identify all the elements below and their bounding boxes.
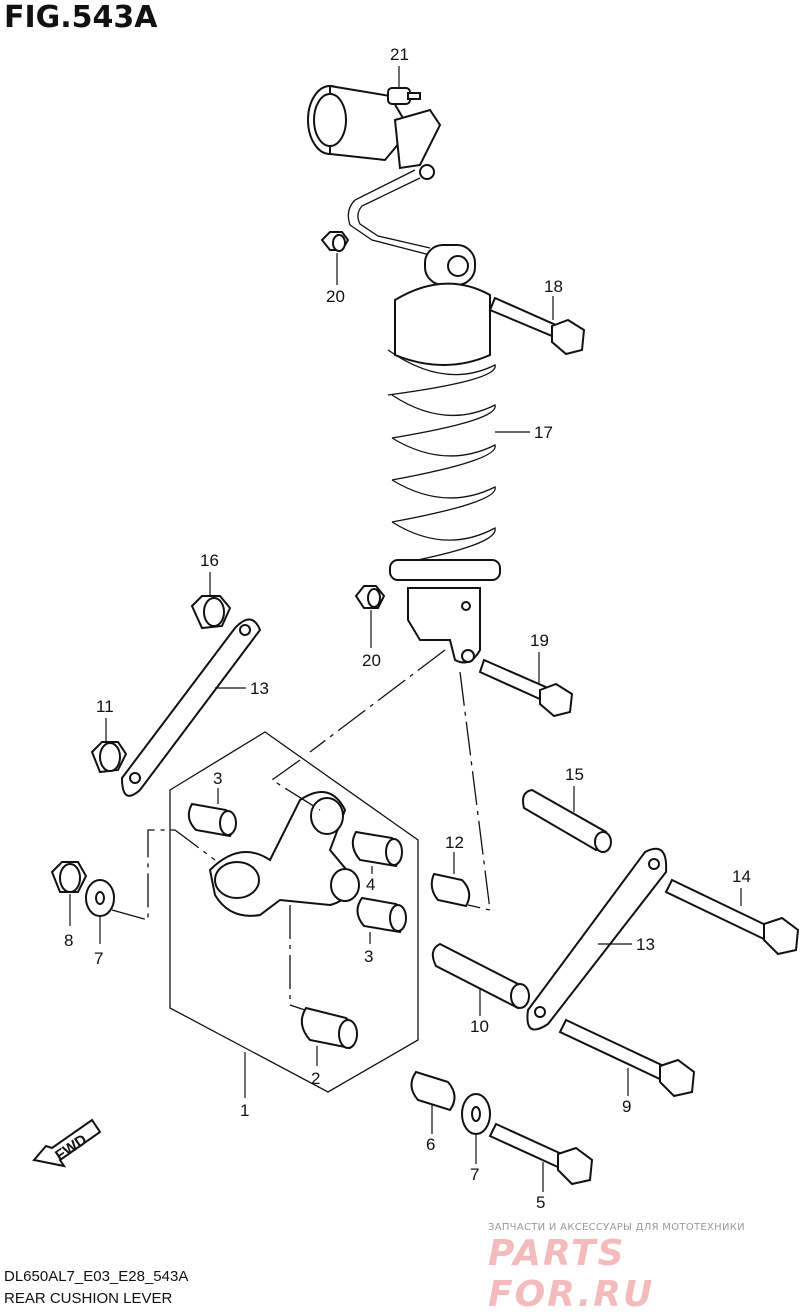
- callout-20-lower: 20: [362, 651, 381, 670]
- callout-10: 10: [470, 1017, 489, 1036]
- bolt-9[interactable]: [558, 1018, 696, 1098]
- bearing-4[interactable]: [351, 830, 403, 868]
- assembly-lines: [111, 649, 491, 1011]
- callout-7-lower: 7: [470, 1165, 479, 1184]
- washer-7-lower[interactable]: [461, 1093, 491, 1135]
- callout-21: 21: [390, 45, 409, 64]
- callout-1: 1: [240, 1101, 249, 1120]
- callout-7-left: 7: [94, 949, 103, 968]
- callout-14: 14: [732, 867, 751, 886]
- spacer-6[interactable]: [410, 1070, 456, 1112]
- bolt-21[interactable]: [387, 87, 421, 105]
- nut-20-lower[interactable]: [354, 585, 386, 609]
- bolt-18[interactable]: [488, 296, 586, 356]
- nut-20-upper[interactable]: [320, 231, 350, 252]
- spacer-12[interactable]: [430, 872, 471, 908]
- callout-13-lower: 13: [636, 935, 655, 954]
- bearing-3-lower[interactable]: [356, 896, 407, 934]
- callout-3-upper: 3: [213, 769, 222, 788]
- fwd-arrow: FWD: [32, 1118, 102, 1168]
- bolt-5[interactable]: [488, 1122, 594, 1186]
- callout-19: 19: [530, 631, 549, 650]
- cushion-rod-13-upper[interactable]: [120, 618, 262, 797]
- cushion-lever-1[interactable]: [169, 731, 419, 1093]
- figure-title: FIG.543A: [4, 0, 158, 35]
- callout-5: 5: [536, 1193, 545, 1212]
- callout-18: 18: [544, 277, 563, 296]
- watermark-logo: PARTS FOR.RU: [488, 1233, 655, 1315]
- bolt-19[interactable]: [478, 658, 574, 718]
- cushion-rod-13-lower[interactable]: [526, 847, 668, 1031]
- callout-16: 16: [200, 551, 219, 570]
- callout-6: 6: [426, 1135, 435, 1154]
- callout-4: 4: [366, 875, 375, 894]
- diagram-code: DL650AL7_E03_E28_543A: [4, 1268, 189, 1285]
- spacer-15[interactable]: [522, 788, 612, 853]
- callout-11: 11: [96, 697, 114, 716]
- callout-15: 15: [565, 765, 584, 784]
- nut-16[interactable]: [190, 595, 232, 630]
- callout-12: 12: [445, 833, 464, 852]
- callout-3-lower: 3: [364, 947, 373, 966]
- callout-9: 9: [622, 1097, 631, 1116]
- leader-lines: [69, 66, 742, 1192]
- callout-2: 2: [311, 1069, 320, 1088]
- nut-11[interactable]: [90, 741, 128, 774]
- callout-17: 17: [534, 423, 553, 442]
- bearing-2[interactable]: [300, 1006, 358, 1050]
- bearing-3-upper[interactable]: [187, 802, 237, 838]
- watermark-tagline: ЗАПЧАСТИ И АКСЕССУАРЫ ДЛЯ МОТОТЕХНИКИ: [488, 1222, 745, 1233]
- callout-13-upper: 13: [250, 679, 269, 698]
- rear-shock-absorber[interactable]: [307, 84, 501, 664]
- callout-8: 8: [64, 931, 73, 950]
- washer-7-left[interactable]: [85, 879, 115, 917]
- diagram-description: REAR CUSHION LEVER: [4, 1290, 173, 1307]
- bolt-14[interactable]: [664, 878, 800, 956]
- callout-numbers: 21 20 18 17 16 20 19 13 11 15 3 12 14 8 …: [64, 45, 751, 1212]
- nut-8[interactable]: [50, 861, 88, 893]
- spacer-10[interactable]: [431, 942, 530, 1010]
- callout-20-upper: 20: [326, 287, 345, 306]
